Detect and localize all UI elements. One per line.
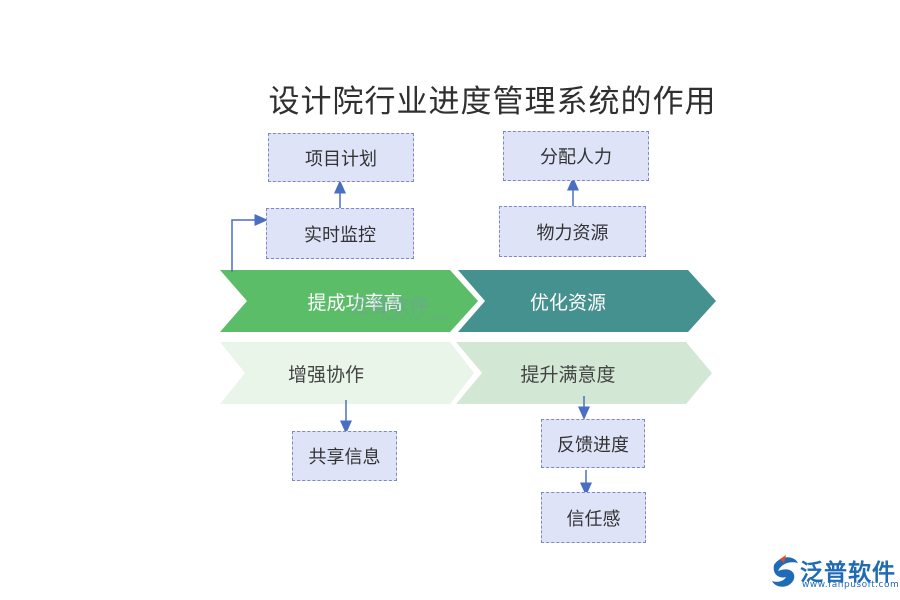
box-feedback-progress: 反馈进度 (541, 419, 645, 468)
band-top-right-label: 优化资源 (529, 291, 606, 314)
box-realtime-monitor: 实时监控 (266, 208, 414, 259)
band-top-left-shape (220, 270, 478, 332)
arrow-band-to-monitor (231, 214, 268, 272)
box-project-plan: 项目计划 (268, 133, 414, 182)
logo-name: 泛普软件 (800, 560, 896, 586)
band-bottom-left-shape (220, 342, 474, 404)
watermark-sub: FANPU SOFTWARE (382, 315, 451, 322)
page-title: 设计院行业进度管理系统的作用 (268, 84, 717, 120)
band-top-right-shape (458, 270, 716, 332)
box-allocate-staff: 分配人力 (503, 131, 649, 181)
watermark: 泛普软件 (350, 295, 431, 317)
band-bottom-left-label: 增强协作 (287, 363, 364, 386)
box-trust: 信任感 (541, 492, 646, 543)
band-bottom-right-shape (456, 342, 712, 404)
band-top-left-label: 提成功率高 (307, 291, 403, 314)
box-share-info: 共享信息 (292, 431, 397, 481)
logo-url: www.fanpusoft.com (802, 580, 900, 590)
fanpu-logo-icon (772, 555, 798, 587)
box-material-resources: 物力资源 (499, 206, 646, 257)
band-bottom-right-label: 提升满意度 (520, 363, 616, 386)
